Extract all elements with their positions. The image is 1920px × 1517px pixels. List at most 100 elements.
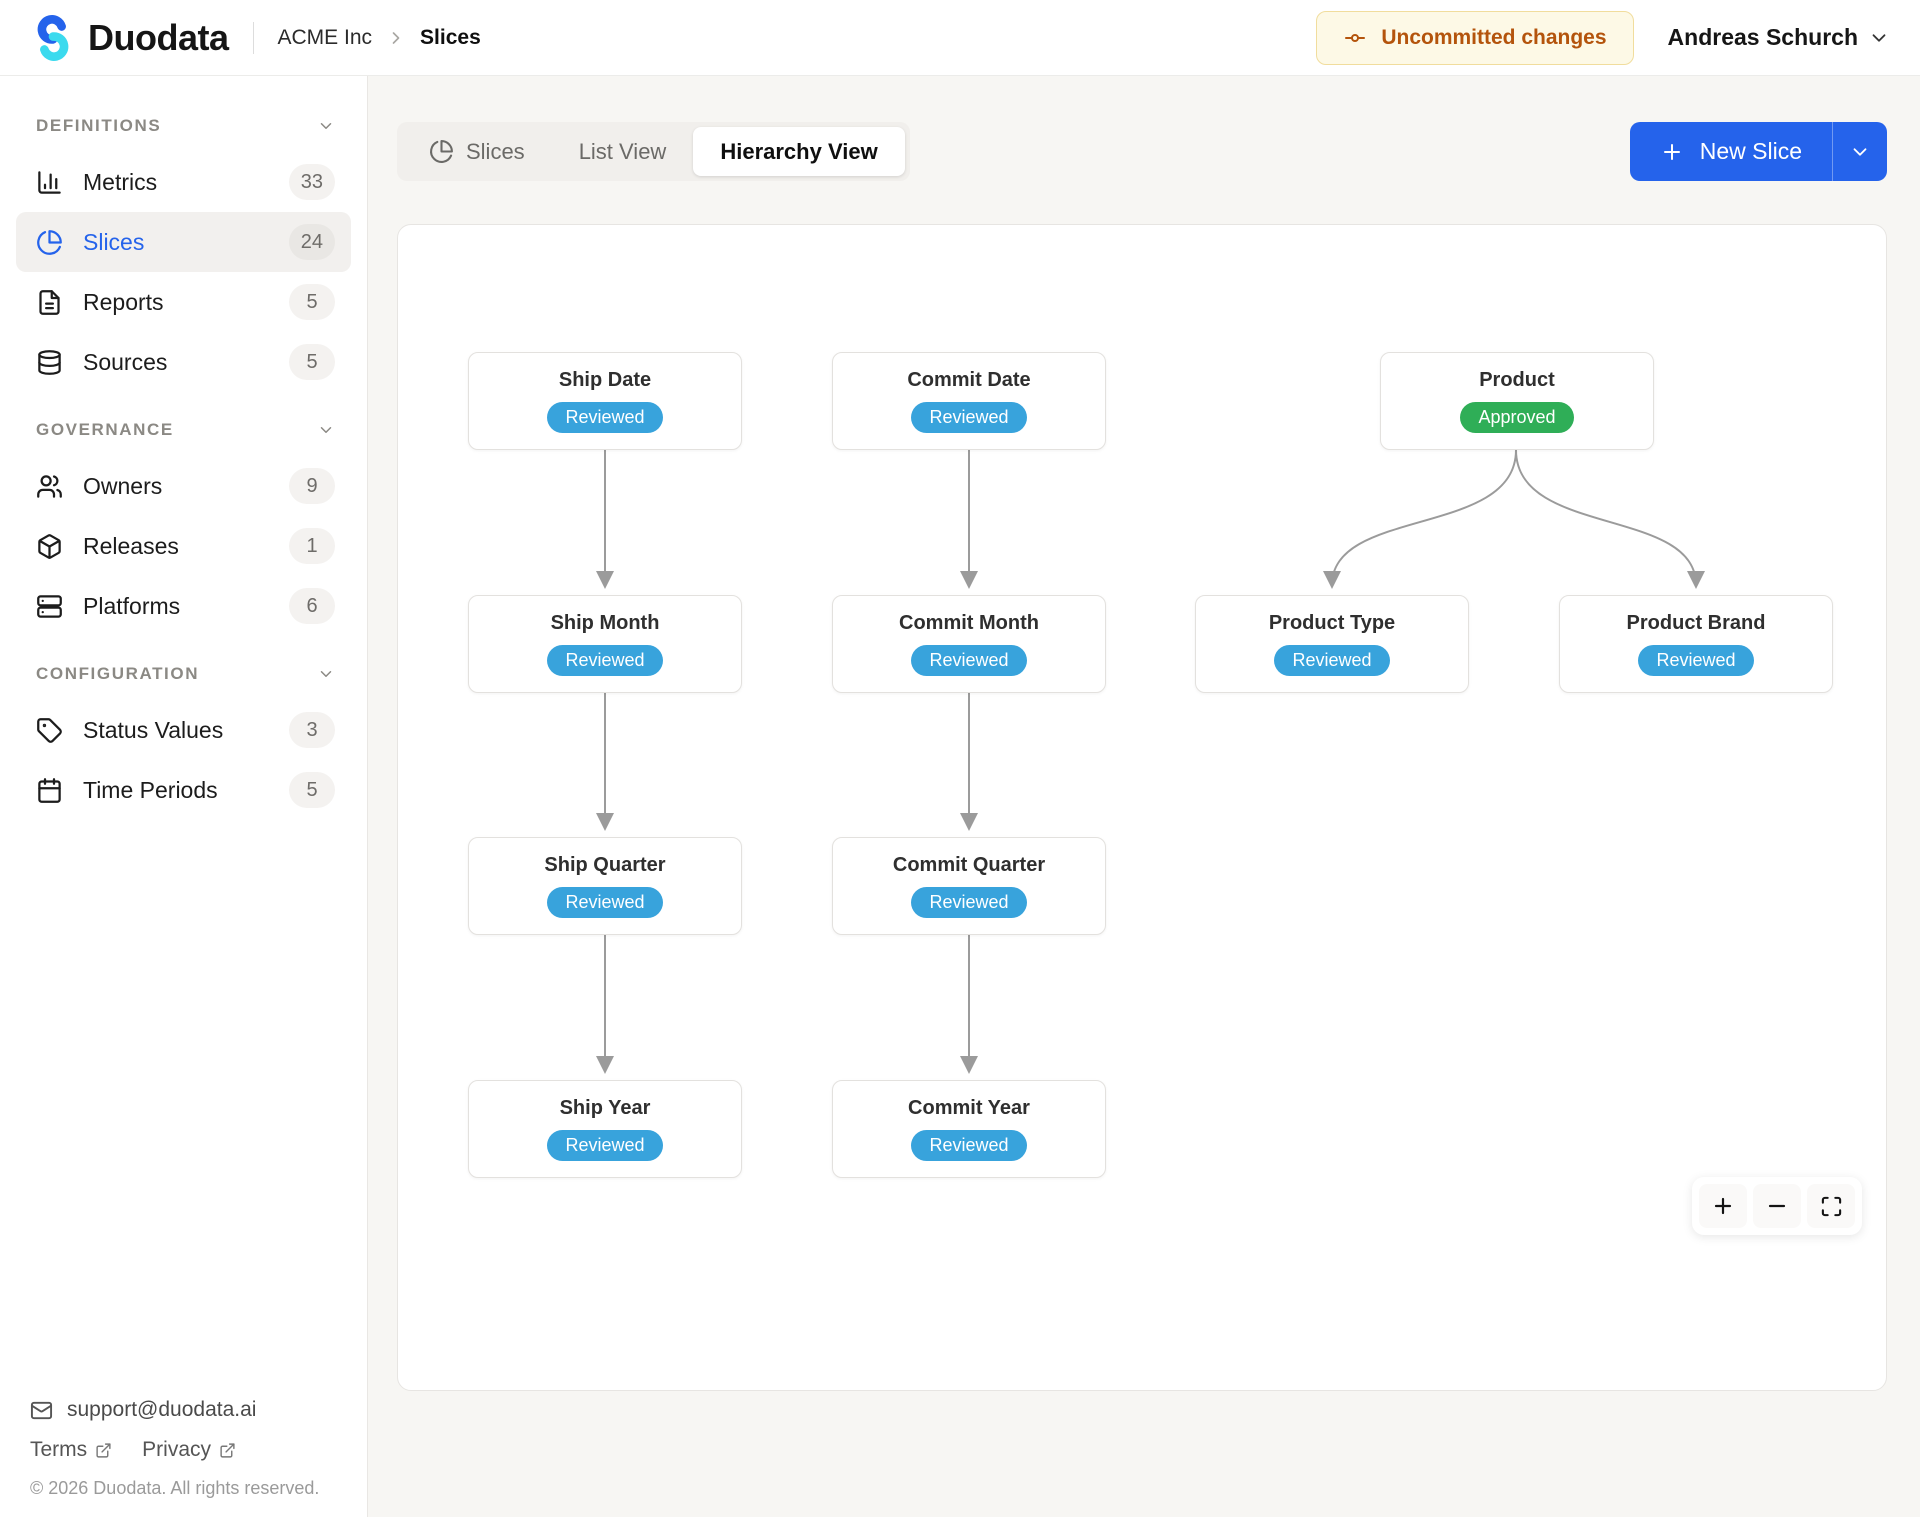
status-badge: Reviewed: [1638, 645, 1754, 676]
sidebar-item-owners[interactable]: Owners 9: [16, 456, 351, 516]
breadcrumb-page: Slices: [420, 25, 481, 49]
node-title: Ship Date: [558, 369, 652, 391]
node-title: Product Type: [1268, 612, 1396, 634]
section-header-definitions[interactable]: DEFINITIONS: [0, 102, 367, 152]
node-commit-year[interactable]: Commit Year Reviewed: [832, 1080, 1106, 1178]
node-ship-date[interactable]: Ship Date Reviewed: [468, 352, 742, 450]
breadcrumb: ACME Inc Slices: [278, 26, 481, 50]
status-badge: Reviewed: [547, 645, 663, 676]
pie-chart-icon: [429, 139, 454, 164]
support-email-text: support@duodata.ai: [67, 1398, 257, 1421]
new-slice-dropdown-button[interactable]: [1832, 122, 1887, 181]
node-title: Commit Month: [899, 612, 1039, 634]
view-toolbar: Slices List View Hierarchy View New Slic…: [397, 122, 1887, 181]
sidebar-section-configuration: CONFIGURATION Status Values 3 Time Perio…: [0, 650, 367, 820]
count-badge: 5: [289, 772, 335, 808]
hierarchy-canvas[interactable]: Ship Date Reviewed Commit Date Reviewed …: [397, 224, 1887, 1391]
privacy-label: Privacy: [142, 1438, 212, 1461]
count-badge: 33: [288, 164, 335, 200]
tab-label: List View: [578, 138, 667, 164]
uncommitted-changes-button[interactable]: Uncommitted changes: [1316, 10, 1634, 65]
breadcrumb-org[interactable]: ACME Inc: [277, 25, 373, 49]
brand-logo[interactable]: Duodata: [30, 14, 229, 61]
chevron-down-icon: [317, 665, 335, 683]
privacy-link[interactable]: Privacy: [142, 1438, 236, 1462]
status-badge: Reviewed: [911, 1130, 1027, 1161]
node-product-brand[interactable]: Product Brand Reviewed: [1559, 595, 1833, 693]
sidebar-item-sources[interactable]: Sources 5: [16, 332, 351, 392]
copyright-text: © 2026 Duodata. All rights reserved.: [30, 1478, 320, 1498]
node-title: Commit Quarter: [892, 854, 1046, 876]
sidebar: DEFINITIONS Metrics 33 Slices 24 Reports…: [0, 76, 368, 1517]
node-commit-quarter[interactable]: Commit Quarter Reviewed: [832, 837, 1106, 935]
new-slice-button[interactable]: New Slice: [1630, 122, 1832, 181]
sidebar-item-label: Metrics: [83, 168, 158, 195]
status-badge: Reviewed: [547, 402, 663, 433]
node-title: Product Brand: [1626, 612, 1766, 634]
sidebar-item-metrics[interactable]: Metrics 33: [16, 152, 351, 212]
node-product-type[interactable]: Product Type Reviewed: [1195, 595, 1469, 693]
terms-label: Terms: [30, 1438, 88, 1461]
node-ship-quarter[interactable]: Ship Quarter Reviewed: [468, 837, 742, 935]
sidebar-item-time-periods[interactable]: Time Periods 5: [16, 760, 351, 820]
users-icon: [36, 473, 63, 500]
tab-hierarchy-view[interactable]: Hierarchy View: [693, 127, 905, 176]
uncommitted-changes-label: Uncommitted changes: [1381, 25, 1607, 49]
user-name: Andreas Schurch: [1667, 24, 1858, 50]
tag-icon: [36, 717, 63, 744]
status-badge: Approved: [1460, 402, 1574, 433]
support-email[interactable]: support@duodata.ai: [30, 1398, 337, 1422]
sidebar-item-releases[interactable]: Releases 1: [16, 516, 351, 576]
count-badge: 6: [289, 588, 335, 624]
node-commit-month[interactable]: Commit Month Reviewed: [832, 595, 1106, 693]
sidebar-item-slices[interactable]: Slices 24: [16, 212, 351, 272]
header-divider: [252, 21, 254, 54]
count-badge: 5: [289, 344, 335, 380]
status-badge: Reviewed: [547, 1130, 663, 1161]
node-title: Commit Year: [908, 1097, 1030, 1119]
tab-slices[interactable]: Slices: [402, 127, 552, 176]
node-title: Ship Month: [550, 612, 660, 634]
sidebar-item-label: Platforms: [83, 592, 181, 619]
sidebar-item-status-values[interactable]: Status Values 3: [16, 700, 351, 760]
status-badge: Reviewed: [911, 887, 1027, 918]
zoom-in-button[interactable]: [1699, 1184, 1747, 1228]
node-commit-date[interactable]: Commit Date Reviewed: [832, 352, 1106, 450]
new-slice-label: New Slice: [1699, 138, 1802, 164]
node-title: Commit Date: [907, 369, 1031, 391]
canvas-zoom-controls: [1692, 1177, 1862, 1235]
tab-list-view[interactable]: List View: [552, 127, 694, 176]
app-header: Duodata ACME Inc Slices Uncommitted chan…: [0, 0, 1920, 76]
git-commit-icon: [1343, 26, 1367, 50]
package-icon: [36, 533, 63, 560]
section-title: CONFIGURATION: [36, 664, 200, 683]
terms-link[interactable]: Terms: [30, 1438, 112, 1462]
sidebar-item-platforms[interactable]: Platforms 6: [16, 576, 351, 636]
node-title: Ship Year: [559, 1097, 651, 1119]
node-title: Ship Quarter: [544, 854, 666, 876]
sidebar-item-label: Slices: [83, 228, 145, 255]
plus-icon: [1660, 140, 1684, 164]
section-header-governance[interactable]: GOVERNANCE: [0, 406, 367, 456]
sidebar-item-label: Releases: [83, 532, 179, 559]
chevron-down-icon: [317, 117, 335, 135]
user-menu[interactable]: Andreas Schurch: [1668, 24, 1890, 51]
zoom-out-button[interactable]: [1753, 1184, 1801, 1228]
sidebar-section-governance: GOVERNANCE Owners 9 Releases 1 Platforms…: [0, 406, 367, 636]
chevron-right-icon: [386, 28, 406, 48]
database-icon: [36, 349, 63, 376]
sidebar-item-reports[interactable]: Reports 5: [16, 272, 351, 332]
count-badge: 1: [289, 528, 335, 564]
main-content: Slices List View Hierarchy View New Slic…: [368, 76, 1920, 1517]
section-header-configuration[interactable]: CONFIGURATION: [0, 650, 367, 700]
node-ship-year[interactable]: Ship Year Reviewed: [468, 1080, 742, 1178]
count-badge: 9: [289, 468, 335, 504]
status-badge: Reviewed: [1274, 645, 1390, 676]
node-ship-month[interactable]: Ship Month Reviewed: [468, 595, 742, 693]
node-title: Product: [1479, 369, 1555, 391]
chart-column-icon: [36, 169, 63, 196]
sidebar-footer: support@duodata.ai Terms Privacy © 2026 …: [0, 1398, 367, 1517]
fit-view-button[interactable]: [1807, 1184, 1855, 1228]
node-product[interactable]: Product Approved: [1380, 352, 1654, 450]
file-text-icon: [36, 289, 63, 316]
